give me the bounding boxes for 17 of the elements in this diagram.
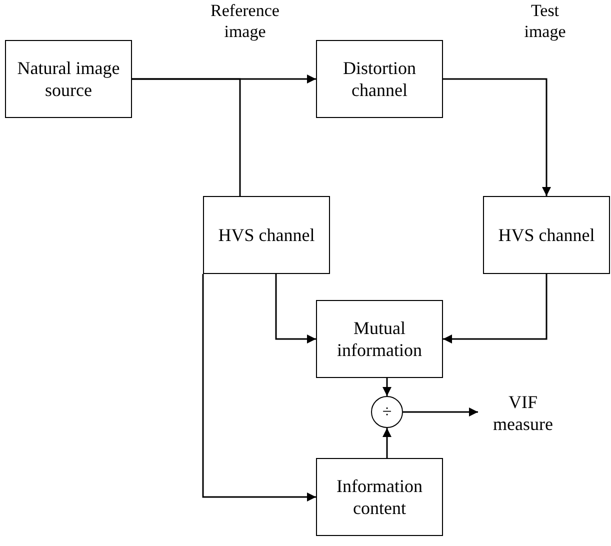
process-box: HVS channel — [483, 196, 610, 274]
arrow — [443, 78, 551, 196]
arrow — [403, 408, 478, 416]
process-box: HVS channel — [203, 196, 330, 274]
process-box: Natural image source — [5, 40, 132, 118]
edge-label: Test image — [523, 0, 567, 42]
arrow — [382, 428, 392, 458]
arrow — [275, 274, 316, 344]
arrow — [443, 274, 548, 344]
process-box: Mutual information — [316, 300, 443, 378]
arrow — [202, 274, 316, 502]
process-box: Distortion channel — [316, 40, 443, 118]
edge-label: Reference image — [210, 0, 280, 42]
divide-circle: ÷ — [371, 396, 403, 428]
output-label: VIF measure — [478, 392, 568, 434]
process-box: Information content — [316, 458, 443, 536]
arrow — [382, 378, 392, 396]
